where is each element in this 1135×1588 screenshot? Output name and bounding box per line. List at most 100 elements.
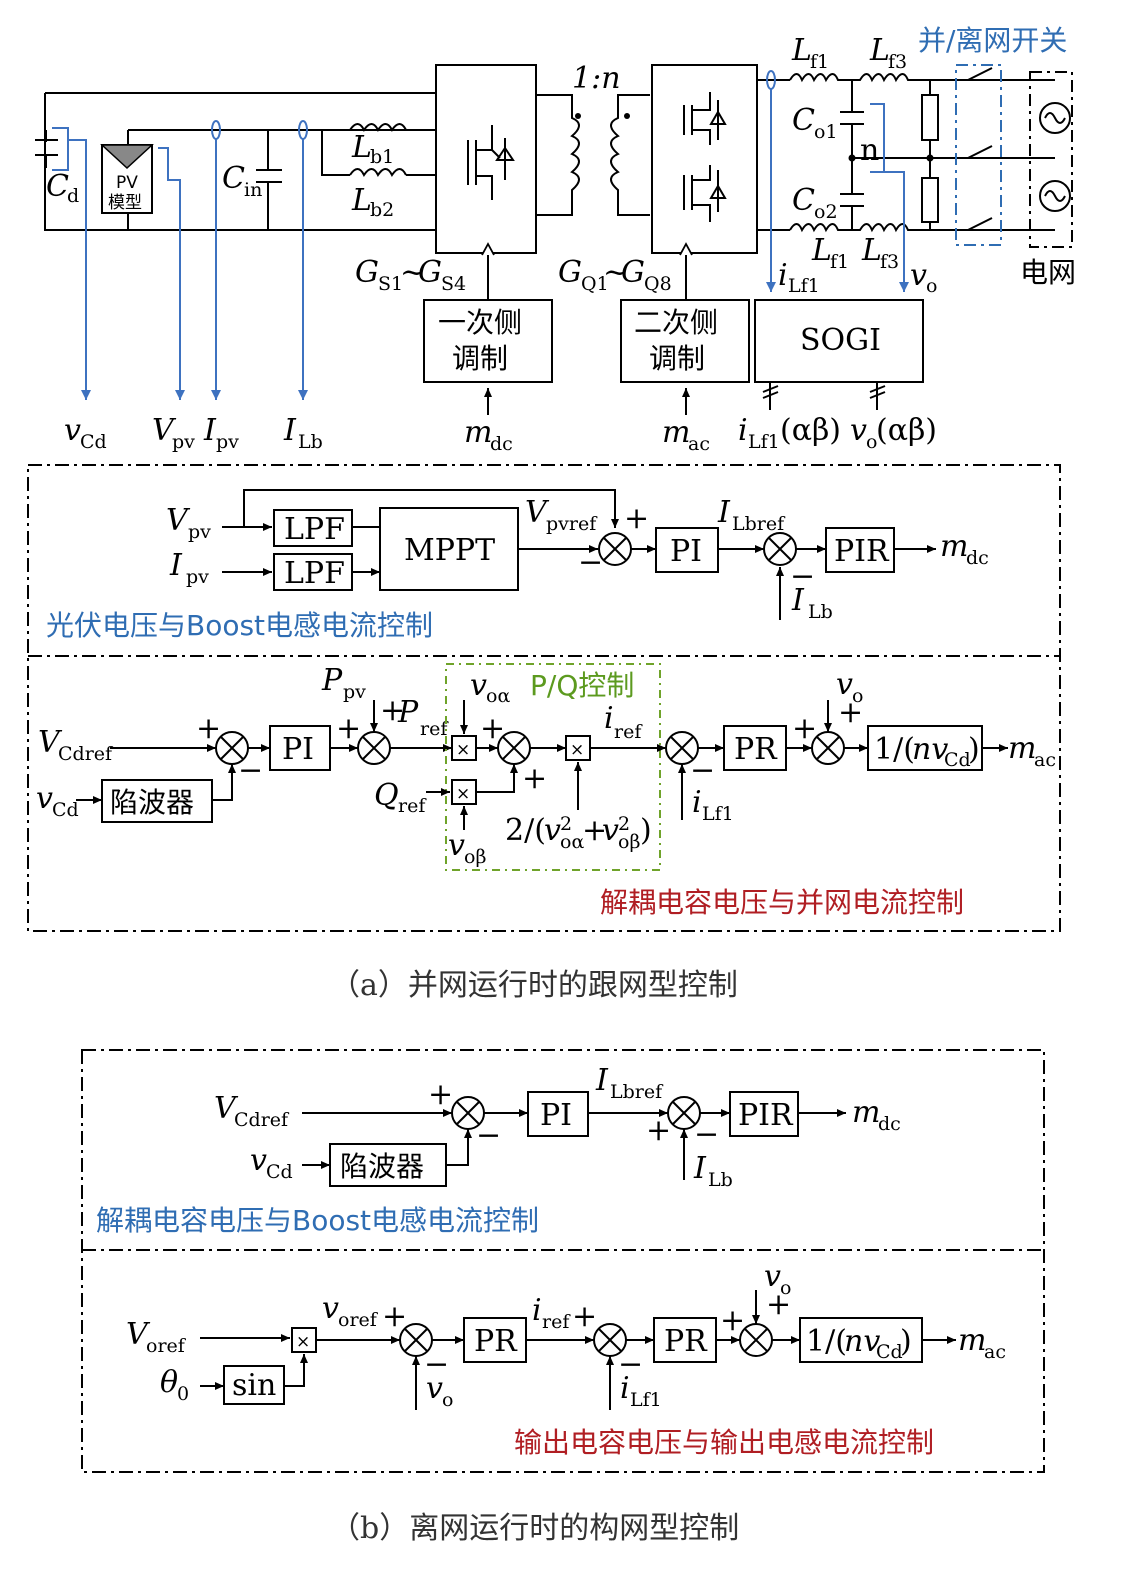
svg-text:ref: ref: [542, 1311, 571, 1333]
svg-text:Lf1: Lf1: [630, 1389, 662, 1411]
svg-text:0: 0: [177, 1383, 189, 1405]
part-a-section1-title: 光伏电压与Boost电感电流控制: [46, 609, 433, 642]
svg-text:+: +: [522, 761, 547, 796]
pv-model-label: PV: [116, 173, 138, 193]
svg-text:f1: f1: [830, 251, 849, 273]
svg-text:1/(: 1/(: [874, 732, 915, 767]
pi-block-a2: PI: [282, 732, 314, 767]
svg-text:v: v: [426, 1371, 443, 1406]
svg-text:×: ×: [296, 1332, 310, 1352]
svg-text:in: in: [244, 179, 262, 201]
svg-text:v: v: [764, 1259, 781, 1294]
svg-text:θ: θ: [160, 1365, 178, 1400]
svg-text:×: ×: [456, 740, 470, 760]
svg-text:i: i: [778, 258, 788, 293]
svg-text:Cd: Cd: [944, 749, 971, 771]
svg-text:−: −: [578, 545, 603, 580]
svg-text:v: v: [250, 1143, 267, 1178]
svg-text:S4: S4: [441, 273, 466, 295]
svg-text:V: V: [525, 495, 550, 530]
svg-text:+: +: [838, 695, 863, 730]
svg-text:pv: pv: [186, 566, 209, 588]
svg-text:L: L: [811, 233, 832, 268]
svg-text:pv: pv: [343, 681, 366, 703]
svg-text:m: m: [1008, 731, 1036, 766]
turns-ratio: 1:n: [572, 61, 621, 96]
part-a-caption: （a）并网运行时的跟网型控制: [330, 968, 738, 1003]
svg-text:+: +: [380, 693, 405, 728]
svg-text:L: L: [869, 33, 890, 68]
svg-text:pv: pv: [188, 521, 211, 543]
notch-filter-b: 陷波器: [340, 1150, 424, 1183]
secondary-mod-label-2: 调制: [649, 342, 705, 375]
svg-text:i: i: [692, 785, 702, 820]
svg-text:v: v: [544, 813, 561, 848]
svg-text:V: V: [166, 503, 191, 538]
svg-text:oref: oref: [146, 1335, 187, 1357]
svg-text:−: −: [694, 1117, 719, 1152]
svg-text:−: −: [424, 1347, 449, 1382]
svg-text:b2: b2: [370, 199, 394, 221]
svg-text:i: i: [532, 1293, 542, 1328]
svg-text:−: −: [476, 1118, 501, 1153]
svg-text:oβ: oβ: [618, 831, 640, 853]
svg-text:+: +: [766, 1287, 791, 1322]
svg-text:dc: dc: [878, 1113, 901, 1135]
svg-text:~: ~: [400, 255, 425, 290]
pir-block-a: PIR: [834, 534, 890, 569]
svg-text:V: V: [214, 1091, 239, 1126]
svg-text:Q8: Q8: [644, 273, 672, 295]
svg-text:V: V: [152, 413, 177, 448]
neutral-label: n: [860, 133, 879, 168]
svg-text:S1: S1: [378, 273, 403, 295]
svg-text:o1: o1: [814, 121, 838, 143]
pr-block-a: PR: [734, 732, 778, 767]
svg-text:ac: ac: [688, 433, 710, 455]
svg-text:−: −: [790, 559, 815, 594]
svg-text:Lb: Lb: [708, 1169, 733, 1191]
svg-text:+: +: [336, 711, 361, 746]
mppt-block: MPPT: [404, 533, 495, 568]
svg-text:1/(: 1/(: [806, 1324, 847, 1359]
svg-text:+: +: [582, 813, 607, 848]
svg-text:v: v: [36, 781, 53, 816]
pir-block-b: PIR: [738, 1098, 794, 1133]
svg-text:Lf1: Lf1: [788, 275, 820, 297]
svg-text:Cd: Cd: [80, 431, 107, 453]
svg-text:v: v: [64, 413, 81, 448]
svg-text:pv: pv: [172, 431, 195, 453]
svg-text:C: C: [792, 103, 815, 138]
svg-text:C: C: [46, 169, 69, 204]
svg-text:Q1: Q1: [581, 273, 609, 295]
svg-text:m: m: [662, 415, 690, 450]
lpf-block-1: LPF: [284, 512, 345, 547]
svg-text:v: v: [836, 667, 853, 702]
svg-text:L: L: [861, 233, 882, 268]
primary-mod-label: 一次侧: [438, 306, 522, 339]
svg-text:P: P: [321, 663, 343, 698]
svg-text:f3: f3: [888, 51, 907, 73]
svg-text:m: m: [464, 415, 492, 450]
svg-text:v: v: [850, 413, 867, 448]
svg-text:+: +: [572, 1299, 597, 1334]
pq-control-title: P/Q控制: [530, 669, 634, 702]
svg-text:f1: f1: [810, 51, 829, 73]
primary-mod-label-2: 调制: [452, 342, 508, 375]
svg-text:I: I: [693, 1151, 707, 1186]
pi-block-a1: PI: [670, 534, 702, 569]
svg-text:i: i: [738, 413, 748, 448]
switch-title: 并/离网开关: [918, 24, 1067, 57]
svg-text:I: I: [169, 548, 183, 583]
svg-text:v: v: [448, 828, 465, 863]
svg-text:v: v: [910, 258, 927, 293]
svg-text:Lb: Lb: [808, 601, 833, 623]
svg-text:−: −: [238, 753, 263, 788]
sin-block: sin: [232, 1368, 276, 1403]
svg-text:I: I: [791, 583, 805, 618]
svg-text:V: V: [126, 1317, 151, 1352]
secondary-mod-label: 二次侧: [634, 306, 718, 339]
svg-text:I: I: [717, 495, 731, 530]
